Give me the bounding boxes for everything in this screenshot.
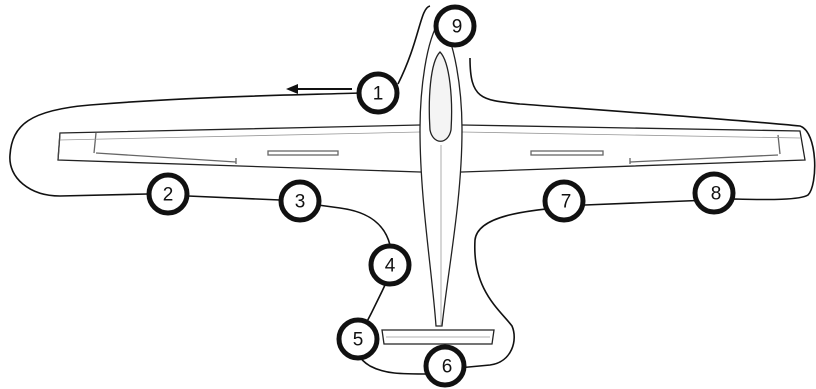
marker-3: 3 <box>278 179 322 223</box>
glider <box>57 18 806 345</box>
marker-label: 4 <box>385 256 396 277</box>
marker-label: 2 <box>163 185 174 206</box>
marker-label: 1 <box>373 84 384 105</box>
marker-label: 5 <box>353 330 364 351</box>
marker-9: 9 <box>433 4 477 48</box>
marker-label: 9 <box>452 17 463 38</box>
arrow-left-icon <box>286 84 352 94</box>
marker-4: 4 <box>368 243 412 287</box>
marker-7: 7 <box>542 179 586 223</box>
marker-8: 8 <box>692 171 736 215</box>
marker-label: 3 <box>295 192 306 213</box>
marker-label: 6 <box>442 357 453 378</box>
marker-2: 2 <box>146 172 190 216</box>
marker-5: 5 <box>336 317 380 361</box>
marker-label: 7 <box>561 192 572 213</box>
marker-6: 6 <box>423 344 467 388</box>
glider-canopy <box>428 51 453 142</box>
marker-label: 8 <box>711 184 722 205</box>
marker-1: 1 <box>356 71 400 115</box>
